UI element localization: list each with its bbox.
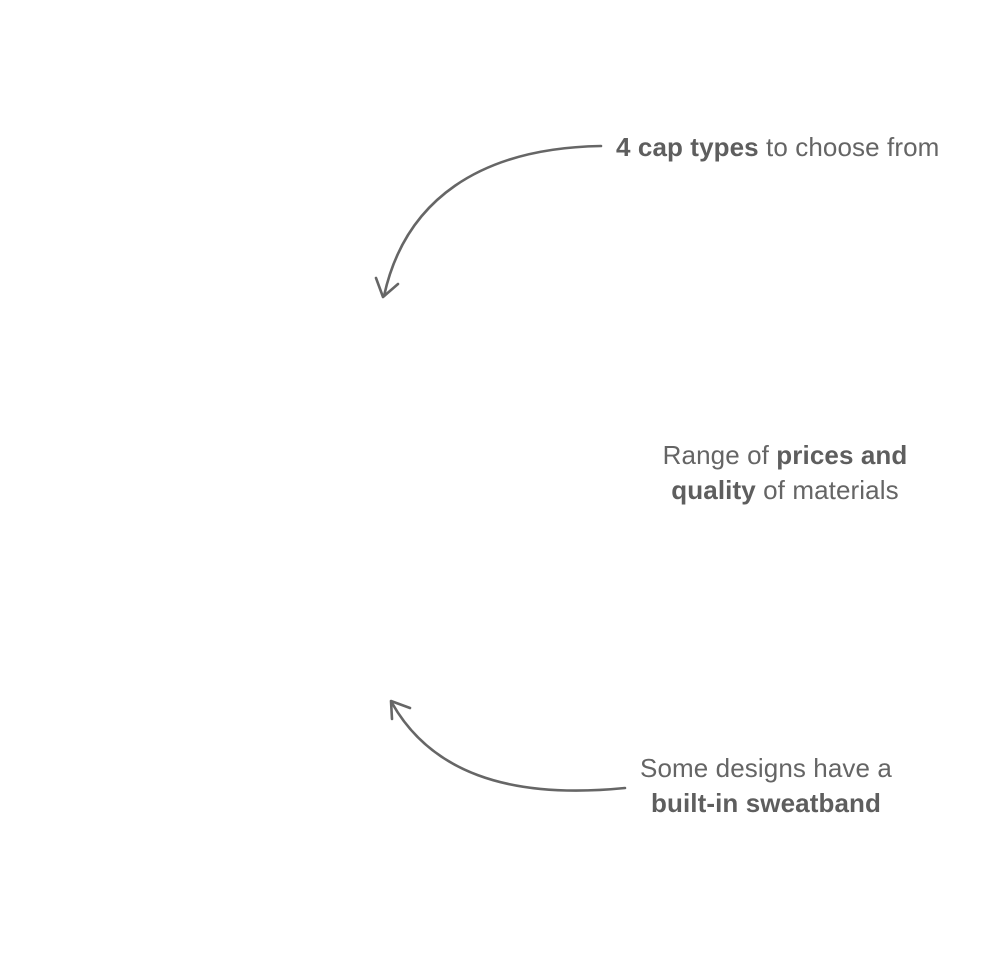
top-arrow-icon [374, 144, 603, 299]
bottom-arrow-curve [390, 701, 627, 792]
bottom-arrow-icon [389, 699, 627, 792]
callout-sweatband-line-2: built-in sweatband [590, 786, 942, 821]
top-arrow-curve [382, 144, 603, 298]
callout-sweatband: Some designs have a built-in sweatband [590, 751, 942, 821]
callout-prices-quality: Range of prices and quality of materials [600, 438, 970, 508]
callout-prices-line-1-bold: prices and [776, 440, 908, 470]
callout-sweatband-line-2-bold: built-in sweatband [650, 788, 882, 818]
callout-prices-line-2-plain: of materials [755, 475, 899, 505]
callout-cap-types-bold: 4 cap types [616, 132, 759, 162]
bottom-arrow-head [389, 699, 412, 721]
callout-prices-line-1: Range of prices and [600, 438, 970, 473]
callout-cap-types-rest: to choose from [758, 132, 940, 162]
callout-prices-line-2: quality of materials [600, 473, 970, 508]
top-arrow-head [374, 276, 400, 299]
callout-cap-types: 4 cap types to choose from [616, 130, 939, 165]
callout-prices-line-2-bold: quality [671, 475, 756, 505]
callout-sweatband-line-1: Some designs have a [640, 753, 892, 783]
callout-prices-line-1-plain: Range of [662, 440, 777, 470]
